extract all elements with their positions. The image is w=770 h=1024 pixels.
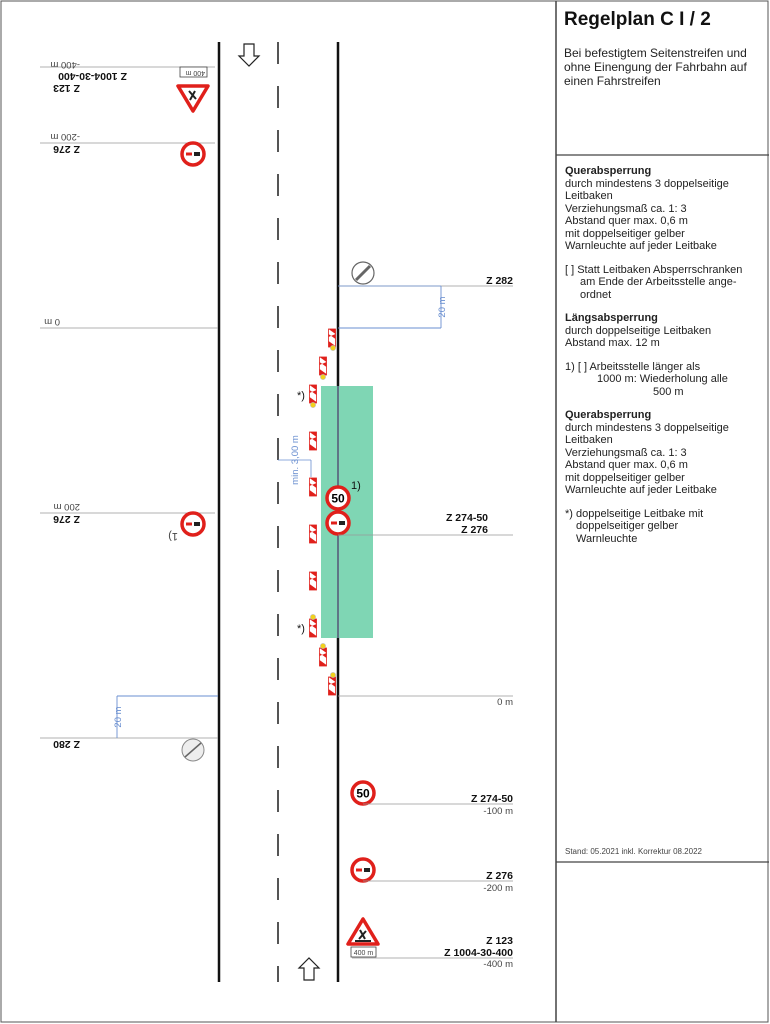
note-line: Abstand quer max. 0,6 m xyxy=(565,215,688,227)
no-overtaking-trucks-sign-icon xyxy=(350,857,376,883)
note-line: Warnleuchte auf jeder Leitbake xyxy=(565,484,717,496)
sign-code-label: Z 274-50 xyxy=(471,793,513,805)
end-of-restrictions-sign-icon xyxy=(351,261,375,285)
distance-label: -100 m xyxy=(483,806,513,817)
note-line: durch mindestens 3 doppelseitige xyxy=(565,177,729,190)
distance-label: 0 m xyxy=(44,316,60,327)
note-heading: Querabsperrung xyxy=(565,409,652,421)
distance-label: 0 m xyxy=(497,697,513,708)
sign-code-label: Z 282 xyxy=(486,275,513,287)
sign-code-label: Z 276 xyxy=(53,513,80,525)
speed-limit-50-sign-icon: 50 xyxy=(325,485,351,511)
sign-code-label: Z 280 xyxy=(53,738,80,750)
note-line: Warnleuchte xyxy=(576,532,638,545)
footnote-marker: 1) xyxy=(351,480,361,492)
sign-code-label: Z 276 xyxy=(486,870,513,882)
revision-stamp: Stand: 05.2021 inkl. Korrektur 08.2022 xyxy=(565,847,702,856)
note-line: 500 m xyxy=(653,385,684,398)
svg-text:50: 50 xyxy=(331,492,345,506)
dimension-label: 20 m xyxy=(437,296,448,317)
distance-label: -200 m xyxy=(50,131,80,142)
note-line: Abstand quer max. 0,6 m xyxy=(565,459,688,471)
note-line: durch doppelseitige Leitbaken xyxy=(565,324,712,337)
page-title: Regelplan C I / 2 xyxy=(564,9,711,30)
note-line: Leitbaken xyxy=(565,190,613,202)
arrow-up-icon xyxy=(297,957,321,981)
page-subtitle: Bei befestigtem Seitenstreifen und ohne … xyxy=(564,46,747,88)
distance-label: -400 m xyxy=(50,59,80,70)
title-block: Regelplan C I / 2 Bei befestigtem Seiten… xyxy=(556,8,769,88)
dimension-label: min. 3,00 m xyxy=(290,435,301,485)
sign-code-label: Z 123 xyxy=(53,82,80,94)
dimension-min-3m xyxy=(278,459,312,477)
no-overtaking-trucks-sign-icon xyxy=(180,141,206,167)
sign-code-label: Z 1004-30-400 xyxy=(58,70,127,82)
svg-text:50: 50 xyxy=(356,787,370,801)
work-area xyxy=(321,386,373,638)
note-line: Verziehungsmaß ca. 1: 3 xyxy=(565,202,687,215)
dimension-label: 20 m xyxy=(113,706,124,727)
sign-code-label: Z 276 xyxy=(461,524,488,536)
note-line: Verziehungsmaß ca. 1: 3 xyxy=(565,446,687,459)
warning-roadworks-sign-icon xyxy=(176,84,210,113)
sign-code-label: Z 1004-30-400 xyxy=(444,947,513,959)
note-line: Warnleuchte auf jeder Leitbake xyxy=(565,240,717,252)
footnote-marker: *) xyxy=(297,623,305,635)
note-line: am Ende der Arbeitsstelle ange- xyxy=(580,276,737,288)
note-line: doppelseitiger gelber xyxy=(576,520,679,532)
footnote-marker: 1) xyxy=(168,530,178,542)
warning-roadworks-sign-icon xyxy=(346,917,380,946)
notes-block: Querabsperrung durch mindestens 3 doppel… xyxy=(556,165,769,556)
note-line: durch mindestens 3 doppelseitige xyxy=(565,421,729,434)
note-line: 1) [ ] Arbeitsstelle länger als xyxy=(565,360,701,373)
distance-plate-label: 400 m xyxy=(185,69,205,76)
footnote-marker: *) xyxy=(297,390,305,402)
sign-code-label: Z 123 xyxy=(486,935,513,947)
note-line: *) doppelseitige Leitbake mit xyxy=(565,507,704,520)
note-line: mit doppelseitiger gelber xyxy=(565,471,685,484)
distance-plate xyxy=(350,946,377,958)
note-line: 1000 m: Wiederholung alle xyxy=(597,373,728,385)
distance-label: -200 m xyxy=(483,883,513,894)
arrow-down-icon xyxy=(237,43,261,67)
note-line: Leitbaken xyxy=(565,434,613,446)
no-overtaking-trucks-sign-icon xyxy=(180,511,206,537)
dimension-20m-left xyxy=(116,695,218,738)
distance-plate-label: 400 m xyxy=(354,950,374,957)
note-heading: Längsabsperrung xyxy=(565,312,658,324)
distance-label: 200 m xyxy=(54,501,80,512)
distance-plate xyxy=(179,66,208,78)
distance-label: -400 m xyxy=(483,959,513,970)
note-heading: Querabsperrung xyxy=(565,165,652,177)
end-of-no-overtaking-sign-icon xyxy=(181,738,205,762)
note-line: Abstand max. 12 m xyxy=(565,337,660,349)
sign-code-label: Z 274-50 xyxy=(446,512,488,524)
note-line: [ ] Statt Leitbaken Absperrschranken xyxy=(565,263,743,276)
speed-limit-50-sign-icon: 50 xyxy=(350,780,376,806)
note-line: ordnet xyxy=(580,288,612,301)
note-line: mit doppelseitiger gelber xyxy=(565,227,685,240)
sign-code-label: Z 276 xyxy=(53,143,80,155)
no-overtaking-trucks-sign-icon xyxy=(325,510,351,536)
